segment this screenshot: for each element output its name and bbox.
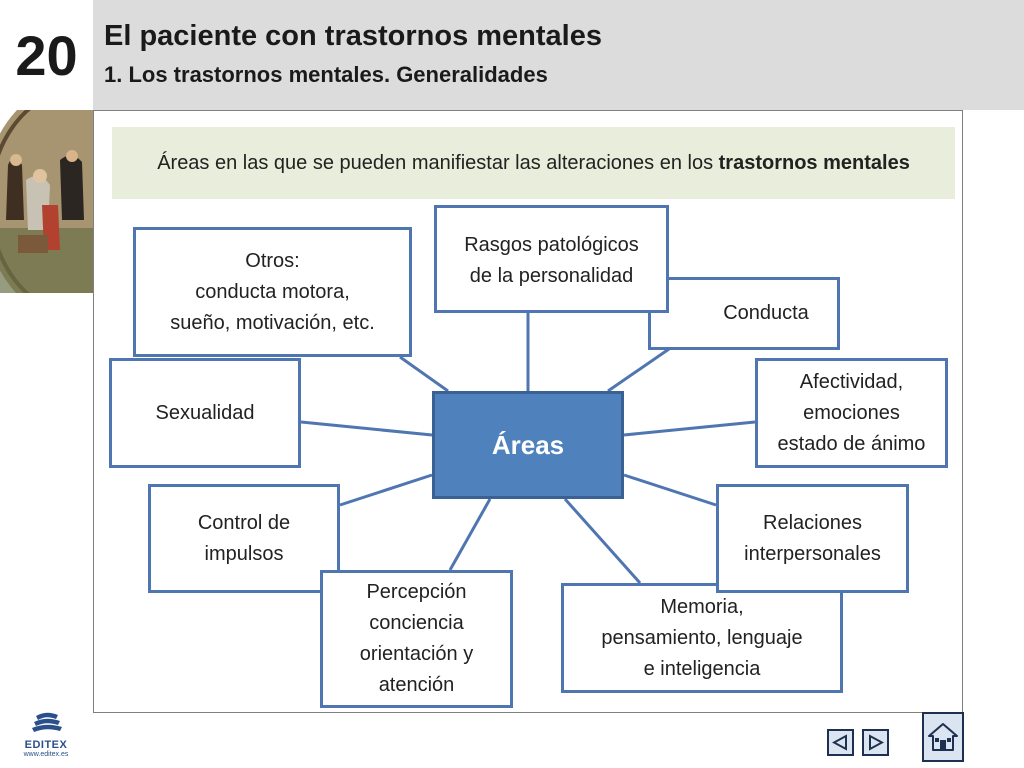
node-relaciones: Relaciones interpersonales <box>716 484 909 593</box>
node-percepcion-line-2: conciencia <box>369 612 464 634</box>
node-otros-line-2: conducta motora, <box>195 280 350 303</box>
node-rasgos: Rasgos patológicos de la personalidad <box>434 205 669 313</box>
node-otros-line-3: sueño, motivación, etc. <box>170 311 375 334</box>
node-percepcion-line-3: orientación y <box>359 643 474 665</box>
node-memoria: Memoria, pensamiento, lenguaje e intelig… <box>561 583 843 693</box>
painting-image <box>0 110 93 293</box>
node-memoria-line-1: Memoria, <box>660 595 744 618</box>
node-rasgos-line-2: de la personalidad <box>469 265 634 287</box>
node-relaciones-line-2: interpersonales <box>744 542 881 565</box>
node-otros-line-1: Otros: <box>245 249 300 272</box>
home-icon <box>928 723 958 751</box>
connector-control <box>339 473 433 507</box>
node-control-line-1: Control de <box>197 511 291 534</box>
node-conducta-line-1: Conducta <box>723 302 809 324</box>
connector-otros <box>399 355 449 393</box>
page-subtitle: 1. Los trastornos mentales. Generalidade… <box>104 62 548 87</box>
node-otros: Otros: conducta motora, sueño, motivació… <box>133 227 412 357</box>
right-triangle-icon <box>869 734 884 751</box>
logo-text: EDITEX <box>24 739 68 751</box>
node-conducta: Conducta <box>648 277 840 350</box>
node-percepcion-line-1: Percepción <box>366 581 467 603</box>
node-afectividad-line-3: estado de ánimo <box>777 432 926 455</box>
prev-button[interactable] <box>827 729 854 756</box>
node-control: Control de impulsos <box>148 484 340 593</box>
node-afectividad-line-2: emociones <box>803 401 900 424</box>
node-control-line-2: impulsos <box>204 542 284 565</box>
node-relaciones-line-1: Relaciones <box>763 511 862 534</box>
connector-afectividad <box>623 420 756 437</box>
connector-memoria <box>563 498 642 584</box>
node-percepcion-line-4: atención <box>378 674 455 696</box>
node-percepcion: Percepción conciencia orientación y aten… <box>320 570 513 708</box>
editex-logo-icon <box>32 712 62 732</box>
node-memoria-line-2: pensamiento, lenguaje <box>601 626 803 649</box>
next-button[interactable] <box>862 729 889 756</box>
node-afectividad-line-1: Afectividad, <box>799 370 904 393</box>
logo-url: www.editex.es <box>23 751 69 758</box>
banner-text-bold: trastornos mentales <box>718 151 910 174</box>
home-button[interactable] <box>922 712 964 762</box>
node-sexualidad: Sexualidad <box>109 358 301 468</box>
banner-text: Áreas en las que se pueden manifiestar l… <box>157 151 719 174</box>
editex-logo: EDITEX www.editex.es <box>18 712 74 760</box>
node-memoria-line-3: e inteligencia <box>643 657 761 680</box>
node-rasgos-line-1: Rasgos patológicos <box>464 234 639 256</box>
node-center-areas: Áreas <box>432 391 624 499</box>
connector-percepcion <box>448 498 492 571</box>
chapter-number: 20 <box>15 23 78 87</box>
header-bar <box>93 0 1024 110</box>
connector-sexualidad <box>300 420 433 437</box>
page-title: El paciente con trastornos mentales <box>104 20 602 52</box>
left-triangle-icon <box>832 734 847 751</box>
diagram-banner: Áreas en las que se pueden manifiestar l… <box>112 127 955 199</box>
connector-conducta <box>607 347 670 393</box>
node-sexualidad-line-1: Sexualidad <box>155 401 255 424</box>
node-afectividad: Afectividad, emociones estado de ánimo <box>755 358 948 468</box>
connector-relaciones <box>623 473 717 507</box>
